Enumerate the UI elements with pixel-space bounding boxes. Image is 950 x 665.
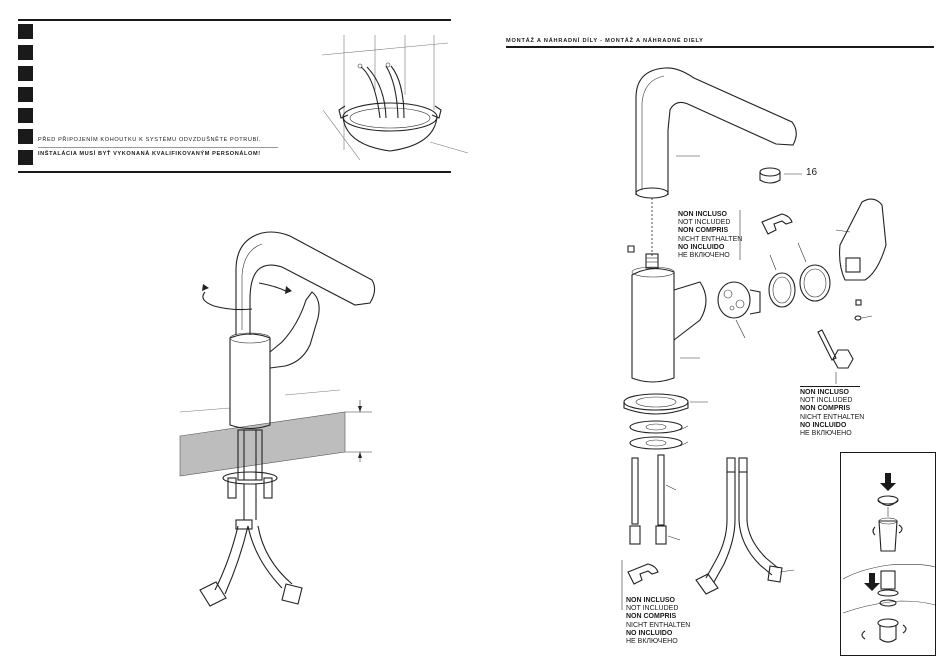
- drain-inset-box: [840, 452, 936, 656]
- step-marker-6: [18, 129, 33, 144]
- washers-part: [623, 393, 708, 450]
- not-included-line: NO INCLUIDO: [626, 629, 673, 637]
- not-included-line: NOT INCLUDED: [800, 397, 853, 405]
- left-top-rule: [18, 19, 451, 21]
- body-part: [631, 266, 707, 383]
- hoses-part: [695, 457, 795, 595]
- not-included-hex-key: NON INCLUSO NOT INCLUDED NON COMPRIS NIC…: [800, 386, 864, 438]
- left-bottom-rule: [18, 171, 451, 173]
- not-included-line: НЕ ВКЛЮЧЕНО: [626, 638, 678, 646]
- not-included-line: NO INCLUIDO: [678, 243, 725, 251]
- not-included-line: NICHT ENTHALTEN: [626, 621, 691, 629]
- not-included-line: NICHT ENTHALTEN: [678, 235, 743, 243]
- section-title: MONTÁŽ A NÁHRADNÍ DÍLY - MONTÁŽ A NÁHRAD…: [506, 38, 704, 44]
- lever-part: [835, 198, 887, 281]
- not-included-line: NON INCLUSO: [678, 211, 727, 218]
- not-included-line: NOT INCLUDED: [678, 219, 731, 227]
- not-included-line: NON INCLUSO: [800, 389, 849, 396]
- step-marker-3: [18, 66, 33, 81]
- not-included-line: NON INCLUSO: [626, 597, 675, 604]
- aerator-part: [759, 167, 802, 184]
- drain-illustration: [842, 473, 936, 643]
- not-included-line: NON COMPRIS: [800, 405, 851, 413]
- not-included-line: NICHT ENTHALTEN: [800, 413, 865, 421]
- notice-czech: PŘED PŘIPOJENÍM KOHOUTKU K SYSTÉMU ODVZD…: [38, 137, 262, 143]
- not-included-line: NO INCLUIDO: [800, 421, 847, 429]
- not-included-line: NON COMPRIS: [626, 613, 677, 621]
- not-included-line: NOT INCLUDED: [626, 605, 679, 613]
- not-included-rule: [800, 386, 860, 387]
- spout-part: [635, 67, 797, 199]
- not-included-line: NON COMPRIS: [678, 227, 729, 235]
- notice-slovak: INŠTALÁCIA MUSÍ BYŤ VYKONANÁ KVALIFIKOVA…: [38, 151, 261, 157]
- notice-separator: [38, 147, 278, 148]
- right-top-rule: [506, 46, 934, 48]
- not-included-line: НЕ ВКЛЮЧЕНО: [800, 430, 852, 438]
- step-marker-7: [18, 150, 33, 165]
- not-included-line: НЕ ВКЛЮЧЕНО: [678, 252, 730, 260]
- step-marker-5: [18, 108, 33, 123]
- not-included-bottom-wrench: NON INCLUSO NOT INCLUDED NON COMPRIS NIC…: [626, 597, 690, 646]
- faucet-installation-illustration: [179, 231, 376, 607]
- flush-bowl-illustration: [321, 35, 469, 161]
- part-number-label: 16: [806, 167, 818, 178]
- step-marker-4: [18, 87, 33, 102]
- cartridge-part: [717, 281, 761, 319]
- step-marker-1: [18, 24, 33, 39]
- not-included-spout-wrench: NON INCLUSO NOT INCLUDED NON COMPRIS NIC…: [678, 211, 742, 260]
- step-marker-2: [18, 45, 33, 60]
